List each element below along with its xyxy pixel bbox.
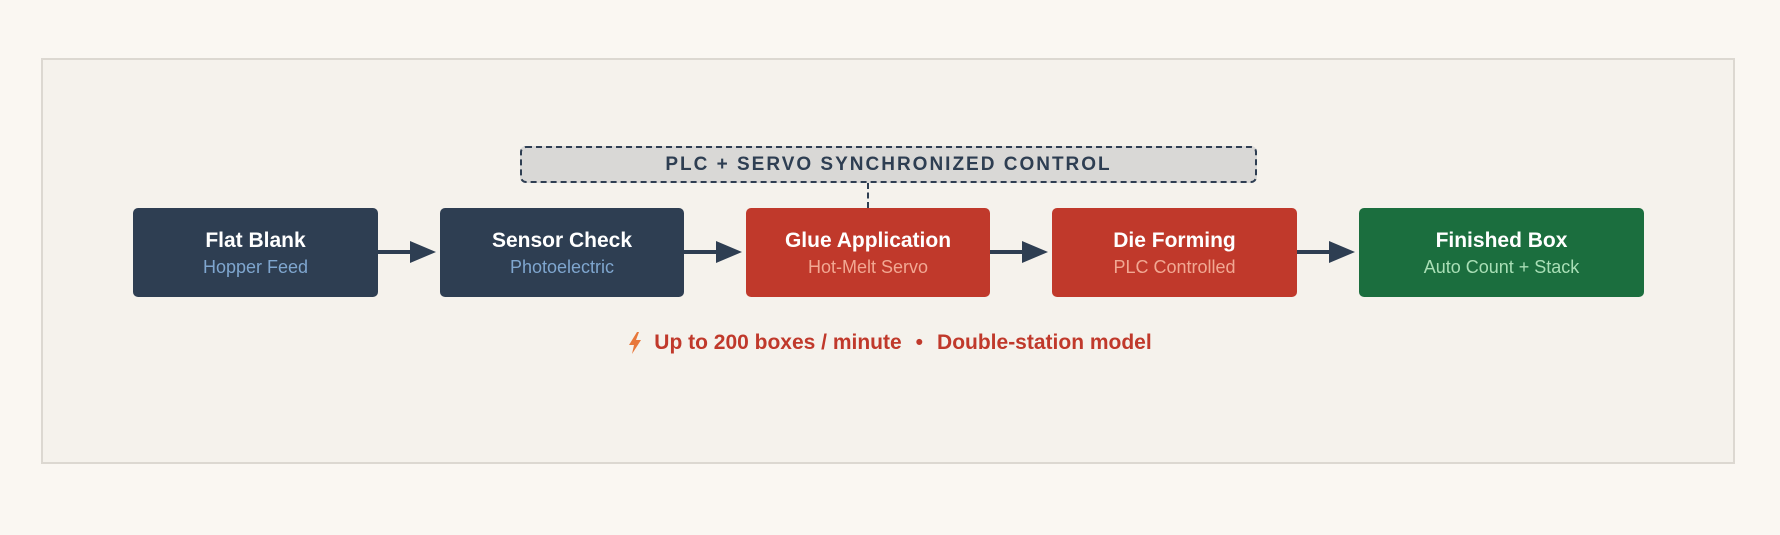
arrow-icon <box>1297 241 1355 263</box>
stage-title: Glue Application <box>784 228 952 252</box>
stage-sensor-check: Sensor Check Photoelectric <box>440 208 684 297</box>
stage-subtitle: Hopper Feed <box>202 256 309 277</box>
bolt-icon <box>629 332 642 354</box>
plc-control-label: PLC + SERVO SYNCHRONIZED CONTROL <box>665 153 1112 175</box>
control-connector-line <box>867 183 869 208</box>
model-text: Double-station model <box>937 331 1152 354</box>
stage-subtitle: Hot-Melt Servo <box>807 256 929 277</box>
stage-subtitle: PLC Controlled <box>1113 256 1236 277</box>
stage-title: Finished Box <box>1435 228 1568 252</box>
arrow-icon <box>378 241 436 263</box>
plc-servo-control-box: PLC + SERVO SYNCHRONIZED CONTROL <box>520 146 1257 183</box>
arrow-icon <box>990 241 1048 263</box>
stage-subtitle: Auto Count + Stack <box>1423 256 1580 277</box>
stage-subtitle: Photoelectric <box>509 256 615 277</box>
stage-title: Flat Blank <box>205 228 306 252</box>
throughput-note: Up to 200 boxes / minute • Double-statio… <box>0 328 1780 358</box>
separator-dot: • <box>915 331 924 354</box>
stage-finished-box: Finished Box Auto Count + Stack <box>1359 208 1644 297</box>
stage-die-forming: Die Forming PLC Controlled <box>1052 208 1297 297</box>
stage-flat-blank: Flat Blank Hopper Feed <box>133 208 378 297</box>
stage-title: Sensor Check <box>491 228 633 252</box>
arrow-icon <box>684 241 742 263</box>
stage-glue-application: Glue Application Hot-Melt Servo <box>746 208 990 297</box>
stage-title: Die Forming <box>1113 228 1236 252</box>
speed-text: Up to 200 boxes / minute <box>654 331 902 354</box>
